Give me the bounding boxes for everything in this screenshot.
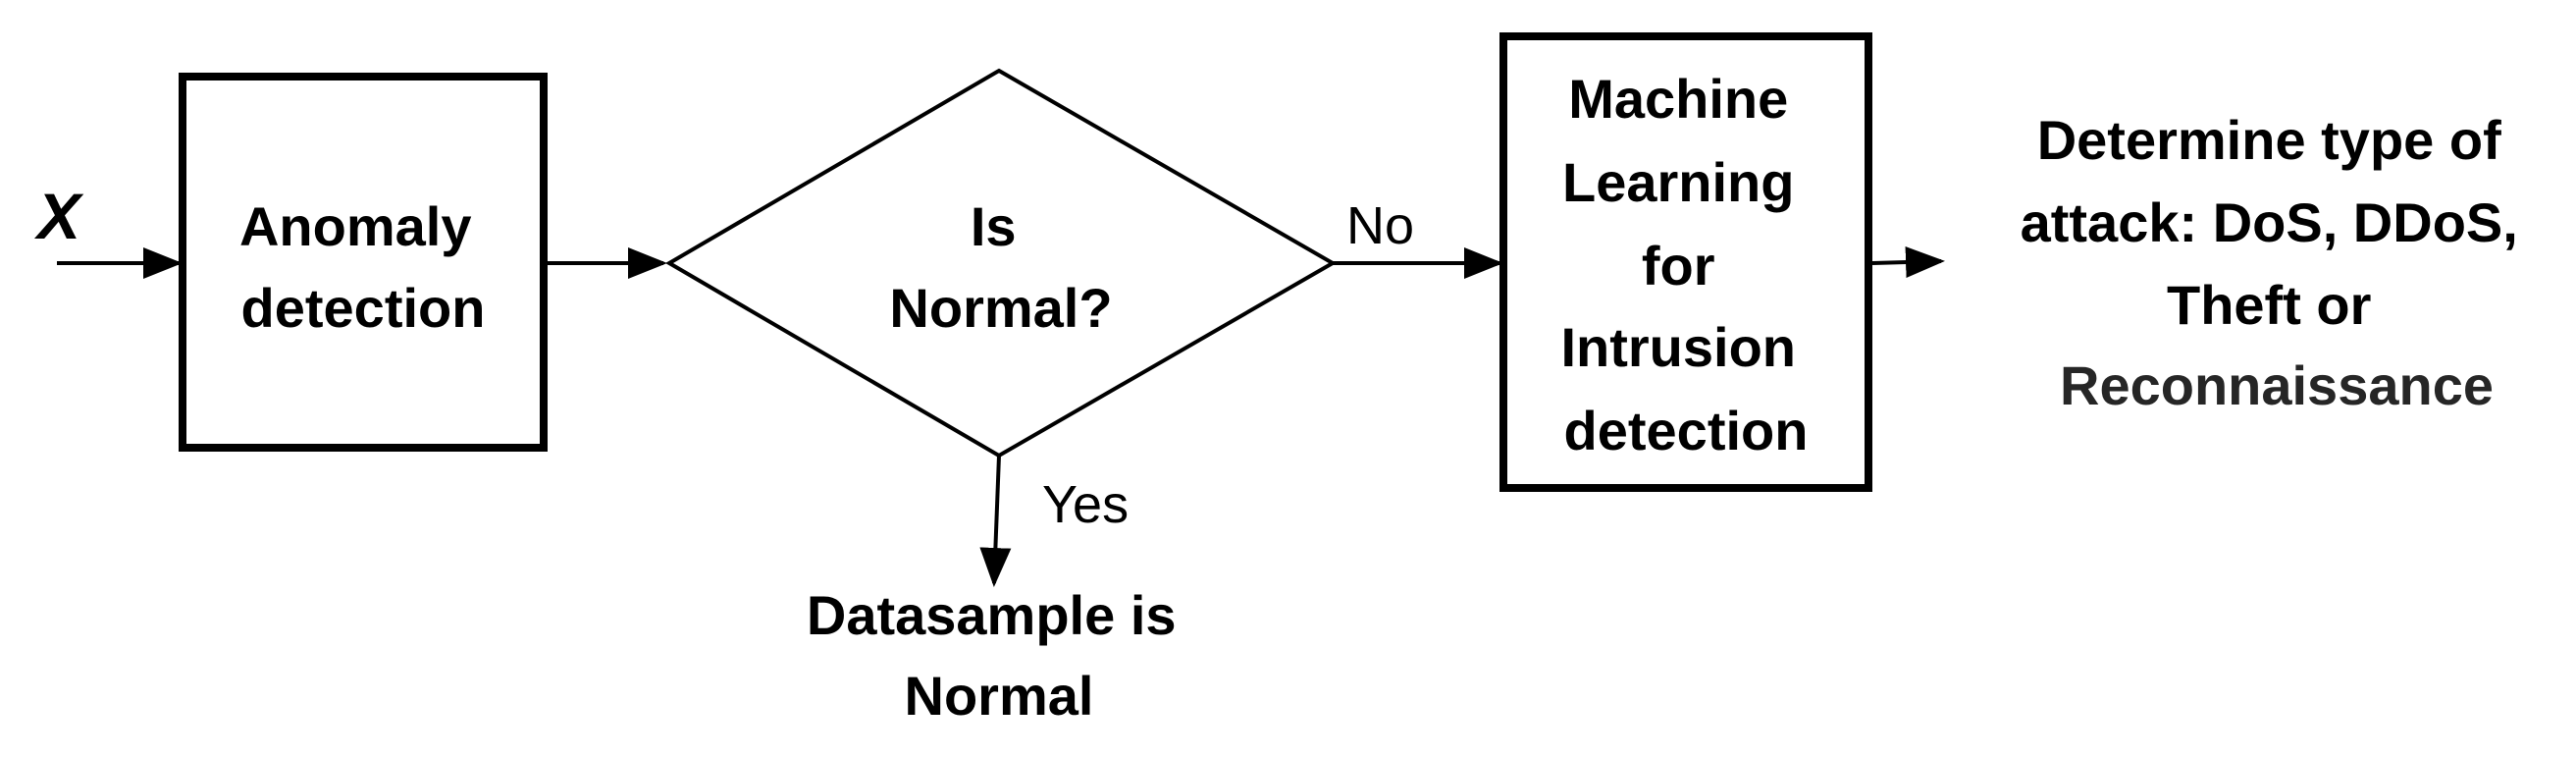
no-label: No [1346,196,1414,255]
is-normal-decision [665,68,1338,459]
ml-to-output-arrow [1871,246,1945,279]
yes-label: Yes [1042,475,1129,534]
ml-intrusion-detection-box [1499,32,1872,492]
yes-arrow [979,455,1012,587]
attack-type-output-label: Determine type of attack: DoS, DDoS, The… [2021,109,2534,416]
normal-output-label: Datasample is Normal [807,584,1191,727]
input-label: X [33,180,84,252]
decision-label: Is Normal? [889,195,1112,339]
anomaly-detection-box [179,73,548,452]
anomaly-detection-label: Anomaly detection [239,195,487,339]
ml-box-label: Machine Learning for Intrusion detection [1560,68,1811,461]
